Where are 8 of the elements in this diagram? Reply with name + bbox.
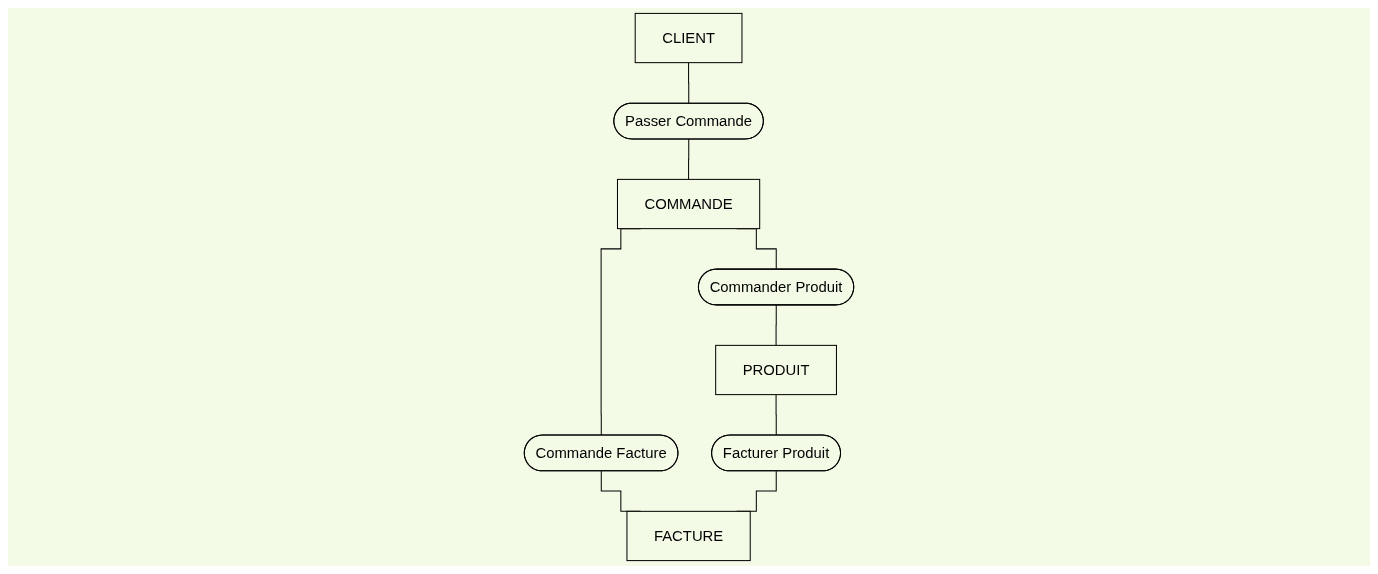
connector bbox=[688, 62, 690, 104]
node-box: CLIENT bbox=[634, 12, 743, 64]
connector bbox=[688, 138, 690, 180]
connector bbox=[775, 394, 777, 436]
connector bbox=[775, 304, 777, 346]
node-box: FACTURE bbox=[626, 510, 751, 562]
node-box: PRODUIT bbox=[715, 344, 837, 396]
node-box: COMMANDE bbox=[616, 178, 761, 230]
